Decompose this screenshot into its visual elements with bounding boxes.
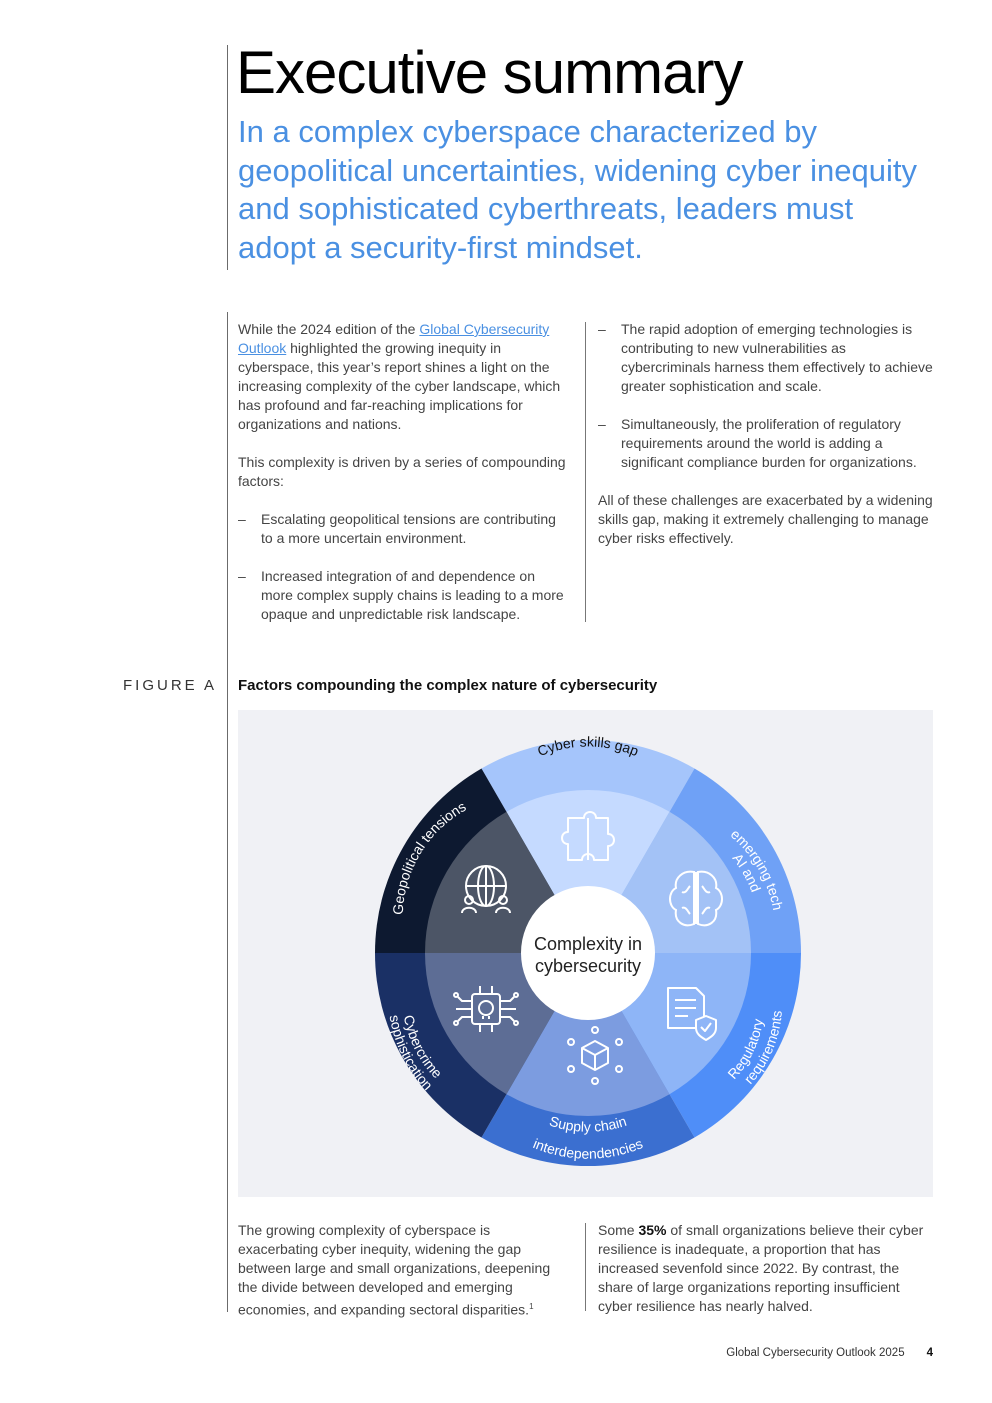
figure-panel: Complexity in cybersecurity Cyber skills… bbox=[238, 710, 933, 1197]
figure-title: Factors compounding the complex nature o… bbox=[238, 677, 658, 694]
publication-name: Global Cybersecurity Outlook 2025 bbox=[726, 1347, 905, 1359]
footnote-ref: 1 bbox=[529, 1302, 534, 1311]
complexity-wheel-diagram: Complexity in cybersecurity Cyber skills… bbox=[375, 733, 801, 1167]
chip-skull-icon bbox=[453, 986, 519, 1032]
inequity-paragraph: The growing complexity of cyberspace is … bbox=[238, 1222, 551, 1318]
segment-label-supply-1: Supply chain bbox=[548, 1113, 629, 1135]
figure-label: FIGURE A bbox=[123, 677, 218, 694]
bottom-column-divider bbox=[585, 1223, 586, 1311]
center-circle bbox=[521, 886, 655, 1020]
page-footer: Global Cybersecurity Outlook 2025 4 bbox=[726, 1347, 933, 1359]
intro-paragraph-2: This complexity is driven by a series of… bbox=[238, 454, 566, 489]
bottom-left-column: The growing complexity of cyberspace is … bbox=[238, 1221, 570, 1339]
stat-highlight: 35% bbox=[638, 1222, 667, 1238]
factor-item: The rapid adoption of emerging technolog… bbox=[598, 320, 933, 396]
network-cube-icon bbox=[567, 1026, 623, 1085]
page-subtitle: In a complex cyberspace characterized by… bbox=[238, 114, 917, 265]
globe-people-icon bbox=[461, 865, 511, 914]
factor-item: Simultaneously, the proliferation of reg… bbox=[598, 415, 933, 472]
intro-right-column: The rapid adoption of emerging technolog… bbox=[598, 320, 933, 567]
segment-skills-inner bbox=[506, 789, 670, 953]
margin-rule-body bbox=[227, 312, 228, 1312]
resilience-paragraph: Some 35% of small organizations believe … bbox=[598, 1222, 924, 1314]
intro-paragraph-3: All of these challenges are exacerbated … bbox=[598, 492, 933, 546]
center-label-line1: Complexity in bbox=[534, 934, 642, 954]
factor-list-right: The rapid adoption of emerging technolog… bbox=[598, 320, 933, 472]
factor-item: Escalating geopolitical tensions are con… bbox=[238, 510, 568, 548]
puzzle-icon bbox=[561, 811, 615, 861]
segment-supply-inner bbox=[506, 953, 670, 1117]
bottom-right-column: Some 35% of small organizations believe … bbox=[598, 1221, 936, 1335]
column-divider bbox=[585, 322, 586, 622]
margin-rule-top bbox=[227, 45, 228, 270]
center-label-line2: cybersecurity bbox=[535, 956, 641, 976]
intro-left-column: While the 2024 edition of the Global Cyb… bbox=[238, 320, 568, 643]
page-title: Executive summary bbox=[236, 39, 743, 106]
intro-paragraph-1: While the 2024 edition of the Global Cyb… bbox=[238, 321, 561, 432]
page-number: 4 bbox=[926, 1347, 933, 1359]
factor-list-left: Escalating geopolitical tensions are con… bbox=[238, 510, 568, 624]
factor-item: Increased integration of and dependence … bbox=[238, 567, 568, 624]
report-link[interactable]: Global Cybersecurity Outlook bbox=[238, 321, 550, 356]
brain-icon bbox=[669, 870, 723, 927]
compliance-document-icon bbox=[667, 987, 717, 1041]
